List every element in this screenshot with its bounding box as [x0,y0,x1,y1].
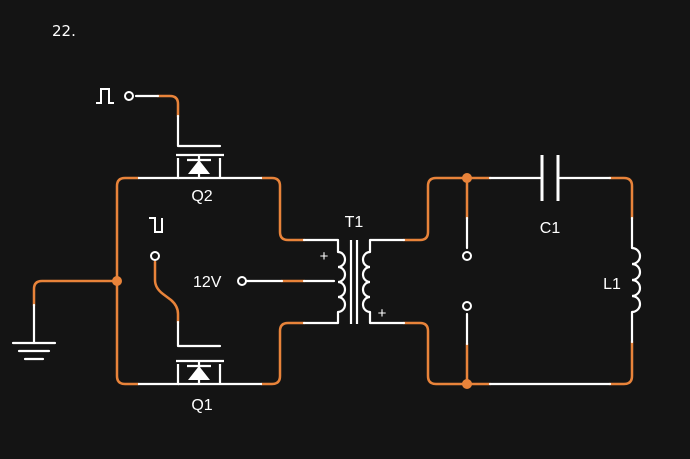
primary-bottom-lead [302,310,340,325]
supply-label: 12V [193,274,222,291]
secondary-bottom-lead [368,310,406,325]
switch-upper-contact [462,251,472,261]
transformer-icon [337,240,371,324]
q1-gate-lead [176,320,222,348]
primary-plus-label: + [320,248,329,265]
ground-tap-wire [32,279,119,307]
l1-label: L1 [603,276,621,293]
secondary-plus-label: + [378,305,387,322]
plain-wires [134,94,634,386]
q1-mosfet-icon [138,359,262,386]
q2-diode-triangle [188,160,210,174]
q2-gate-lead [176,114,222,148]
left-junction-dot [112,276,122,286]
q1-gate-input-wire [153,260,180,324]
q2-mosfet-icon [138,153,262,180]
bottom-junction-dot [462,379,472,389]
figure-number: 22. [52,22,76,40]
q2-drain-wire [260,176,306,242]
q2-gate-input-wire [156,94,180,118]
square-pulse-icon [96,88,114,104]
tank-top-right-wire [608,176,634,220]
q1-gate-terminal [150,251,160,261]
primary-winding [337,250,347,314]
top-junction-dot [462,173,472,183]
primary-top-lead [302,238,340,254]
c1-label: C1 [540,220,561,237]
ground-icon [11,303,57,361]
tank-bottom-right-wire [608,340,634,386]
q2-label: Q2 [191,188,212,205]
t1-label: T1 [345,214,364,231]
q2-gate-terminal [124,91,134,101]
inductor-icon [631,246,642,314]
q1-diode-triangle [188,366,210,380]
supply-terminal [237,276,247,286]
switch-lower-contact [462,301,472,311]
inverted-pulse-icon [149,217,163,233]
secondary-winding [361,250,371,314]
capacitor-icon [540,155,560,201]
secondary-top-lead [368,238,406,254]
secondary-bottom-wire [402,321,492,386]
q1-label: Q1 [191,397,212,414]
q1-drain-wire [260,321,306,386]
secondary-top-wire [402,176,492,242]
